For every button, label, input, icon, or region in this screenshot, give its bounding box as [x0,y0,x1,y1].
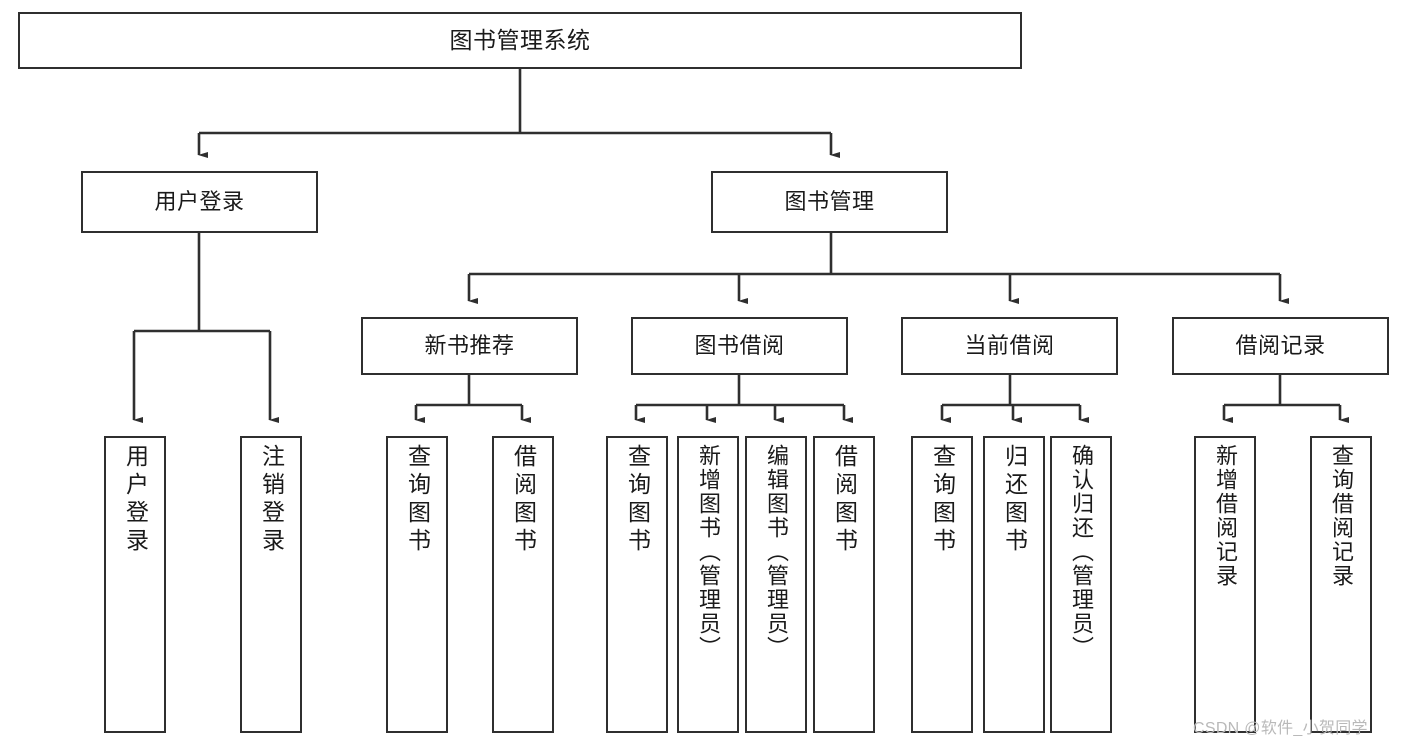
node-label: 归还图书 [1001,444,1028,556]
node-label: 编辑图书（管理员） [764,444,789,660]
node-label: 确认归还（管理员） [1069,444,1094,660]
node-user-login[interactable]: 用户登录 [81,171,318,233]
node-label: 借阅图书 [510,444,537,556]
node-borrow-record[interactable]: 借阅记录 [1172,317,1389,375]
node-label: 图书管理系统 [449,27,591,54]
node-root-library-management-system[interactable]: 图书管理系统 [18,12,1022,69]
node-label: 注销登录 [258,444,285,556]
node-book-borrow[interactable]: 图书借阅 [631,317,848,375]
node-new-book-recommend[interactable]: 新书推荐 [361,317,578,375]
node-leaf-confirm-return[interactable]: 确认归还（管理员） [1050,436,1112,733]
node-label: 用户登录 [154,189,245,215]
node-leaf-add-record[interactable]: 新增借阅记录 [1194,436,1256,733]
node-leaf-add-book[interactable]: 新增图书（管理员） [677,436,739,733]
node-leaf-query-book-3[interactable]: 查询图书 [911,436,973,733]
node-label: 查询图书 [624,444,651,556]
node-label: 新增借阅记录 [1213,444,1238,588]
node-label: 图书管理 [784,189,875,215]
node-leaf-edit-book[interactable]: 编辑图书（管理员） [745,436,807,733]
node-book-management[interactable]: 图书管理 [711,171,948,233]
node-label: 借阅图书 [831,444,858,556]
node-leaf-query-book-1[interactable]: 查询图书 [386,436,448,733]
node-leaf-user-login[interactable]: 用户登录 [104,436,166,733]
node-current-borrow[interactable]: 当前借阅 [901,317,1118,375]
node-label: 查询图书 [929,444,956,556]
node-leaf-return-book[interactable]: 归还图书 [983,436,1045,733]
node-label: 借阅记录 [1235,333,1326,359]
node-label: 查询借阅记录 [1329,444,1354,588]
node-label: 新增图书（管理员） [696,444,721,660]
node-label: 新书推荐 [424,333,515,359]
node-label: 图书借阅 [694,333,785,359]
node-label: 用户登录 [122,444,149,556]
node-label: 查询图书 [404,444,431,556]
node-leaf-borrow-book-2[interactable]: 借阅图书 [813,436,875,733]
node-leaf-query-record[interactable]: 查询借阅记录 [1310,436,1372,733]
node-leaf-query-book-2[interactable]: 查询图书 [606,436,668,733]
node-leaf-borrow-book-1[interactable]: 借阅图书 [492,436,554,733]
node-label: 当前借阅 [964,333,1055,359]
csdn-watermark: CSDN @软件_小贺同学 [1193,720,1368,737]
node-leaf-logout-login[interactable]: 注销登录 [240,436,302,733]
